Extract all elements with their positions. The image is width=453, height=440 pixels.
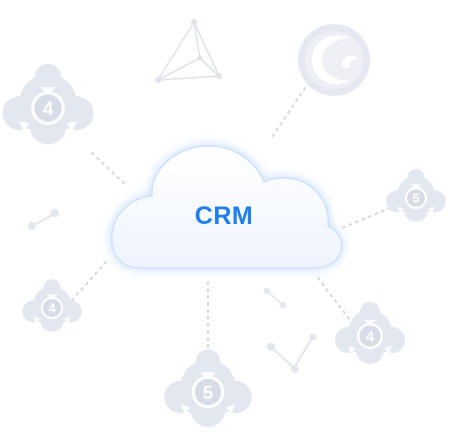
crm-cloud-hub xyxy=(110,145,343,269)
badge-node-top-left: 4 xyxy=(2,63,94,145)
link-glyph-center xyxy=(263,287,287,309)
badge-number: 4 xyxy=(48,301,56,316)
link-glyph-bottom xyxy=(267,333,317,373)
badge-node-right: 5 xyxy=(386,169,446,222)
link-glyph-left xyxy=(28,209,59,230)
badge-number: 5 xyxy=(203,382,213,403)
badge-number: 5 xyxy=(412,191,419,206)
connector-bottom-right xyxy=(317,277,351,321)
connector-lines xyxy=(71,87,391,351)
badge-node-bottom-right: 4 xyxy=(335,302,405,364)
connector-right xyxy=(341,207,391,229)
badge-number: 4 xyxy=(43,98,54,120)
connector-left xyxy=(71,261,107,301)
triangle-network-icon xyxy=(155,19,222,83)
badge-node-left: 4 xyxy=(22,279,82,332)
badge-node-bottom: 5 xyxy=(164,349,252,427)
app-logo-icon xyxy=(298,24,370,96)
badge-number: 4 xyxy=(366,329,375,346)
connector-top-left xyxy=(91,152,127,186)
connector-top-right xyxy=(269,87,306,141)
crm-label: CRM xyxy=(195,202,253,230)
